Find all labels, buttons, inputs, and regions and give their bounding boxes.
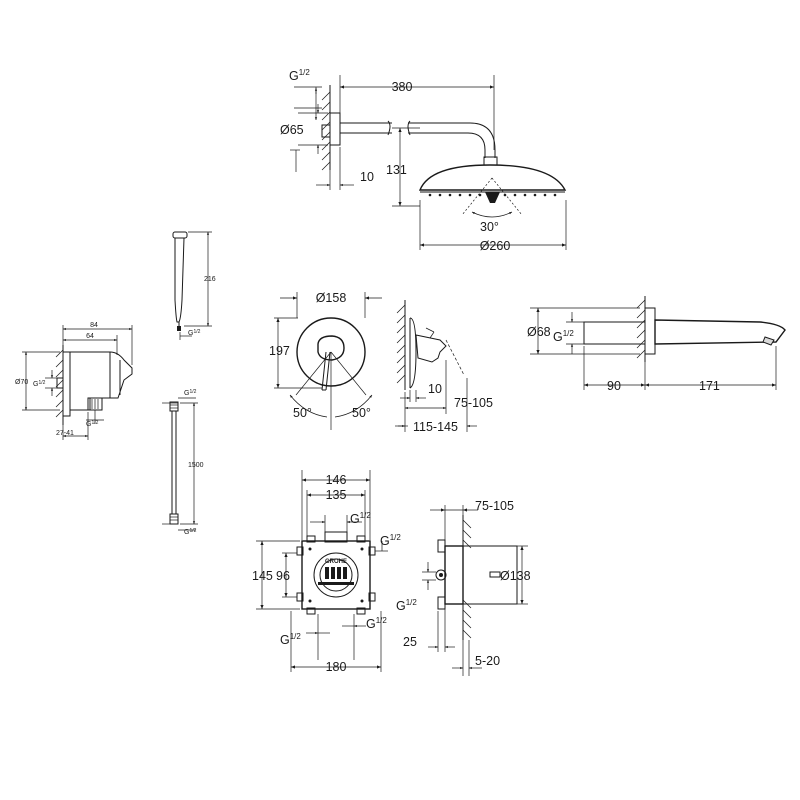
- dim-wall-outlet-diameter: Ø70: [15, 379, 28, 386]
- dim-spout-length-b: 171: [699, 379, 720, 393]
- headshower-body: [418, 164, 567, 191]
- dim-headshower-diameter: Ø260: [480, 239, 511, 253]
- hose-drawing: G1/2 1500 G1/2: [162, 389, 204, 536]
- dim-spout-thread: G1/2: [553, 329, 574, 344]
- dim-wall-outlet-range: 27-41: [56, 430, 74, 437]
- trim-side-drawing: 10 75-105 115-145: [395, 300, 493, 434]
- headshower-wall: [321, 85, 331, 171]
- trim-side-handle: [415, 334, 447, 363]
- dim-rough-in-side-diameter: Ø138: [500, 569, 531, 583]
- rough-in-side-body: [444, 545, 464, 605]
- dim-rough-in-thread-bl: G1/2: [280, 632, 301, 647]
- dim-rough-in-width-bottom: 180: [326, 660, 347, 674]
- wall-outlet-drawing: 84 64 Ø70 G1/2 G1/2 27-41: [15, 322, 133, 440]
- dim-rough-in-height-outer: 145: [252, 569, 273, 583]
- dim-hose-thread-top: G1/2: [184, 389, 197, 397]
- dim-rough-in-side-range-top: 75-105: [475, 499, 514, 513]
- dim-hand-shower-thread: G1/2: [188, 329, 201, 337]
- dim-headshower-height: 131: [386, 163, 407, 177]
- dim-rough-in-side-thread: G1/2: [396, 598, 417, 613]
- dim-headshower-angle: 30°: [480, 220, 499, 234]
- dim-wall-outlet-inner-width: 64: [86, 333, 94, 340]
- dim-hose-length: 1500: [188, 462, 204, 469]
- dim-spout-length-a: 90: [607, 379, 621, 393]
- dim-rough-in-side-depth: 25: [403, 635, 417, 649]
- spout-body: [654, 319, 786, 345]
- shower-arm: [408, 122, 496, 158]
- dim-trim-plate-diameter: Ø158: [316, 291, 347, 305]
- dim-headshower-thread: G1/2: [289, 68, 310, 83]
- rough-in-side-drawing: 75-105 Ø138 G1/2 25 5-20: [396, 499, 531, 676]
- dim-wall-outlet-thread-bottom: G1/2: [86, 420, 99, 428]
- dim-headshower-length: 380: [392, 80, 413, 94]
- dim-trim-side-projection: 10: [428, 382, 442, 396]
- headshower-flange: [329, 112, 341, 146]
- dim-wall-outlet-thread: G1/2: [33, 380, 46, 388]
- dim-trim-plate-height: 197: [269, 344, 290, 358]
- dim-hand-shower-length: 216: [204, 276, 216, 283]
- hand-shower-body: [174, 237, 185, 323]
- dim-rough-in-side-range-bottom: 5-20: [475, 654, 500, 668]
- dim-rough-in-thread-top: G1/2: [350, 511, 371, 526]
- spout-pipe: [583, 321, 646, 345]
- hand-shower-drawing: 216 G1/2: [172, 231, 216, 340]
- dim-rough-in-height-inner: 96: [276, 569, 290, 583]
- dim-rough-in-thread-right: G1/2: [380, 533, 401, 548]
- dim-wall-outlet-width: 84: [90, 322, 98, 329]
- rough-in-brand-logo: GROHE: [325, 559, 347, 565]
- dim-trim-side-range-b: 115-145: [413, 420, 458, 434]
- spout-drawing: Ø68 G1/2 90 171: [527, 296, 786, 393]
- dim-spout-diameter: Ø68: [527, 325, 551, 339]
- dim-rough-in-width-inner: 135: [326, 488, 347, 502]
- dim-rough-in-width-outer: 146: [326, 473, 347, 487]
- dim-trim-plate-angle-right: 50°: [352, 406, 371, 420]
- dim-rough-in-thread-br: G1/2: [366, 616, 387, 631]
- dim-headshower-wall-gap: 10: [360, 170, 374, 184]
- rough-in-front-body: [301, 540, 371, 610]
- dim-hose-thread-bottom: G1/2: [184, 528, 197, 536]
- dim-headshower-flange-dia: Ø65: [280, 123, 304, 137]
- trim-plate-drawing: Ø158 197 50° 50°: [269, 291, 382, 430]
- dim-trim-plate-angle-left: 50°: [293, 406, 312, 420]
- headshower-drawing: 380 G1/2 Ø65 10 131 30° Ø260: [280, 68, 567, 253]
- rough-in-front-drawing: GROHE 146 135 G1/2 G1/2 145: [252, 470, 401, 674]
- wall-outlet-body: [69, 351, 133, 411]
- dim-trim-side-range-a: 75-105: [454, 396, 493, 410]
